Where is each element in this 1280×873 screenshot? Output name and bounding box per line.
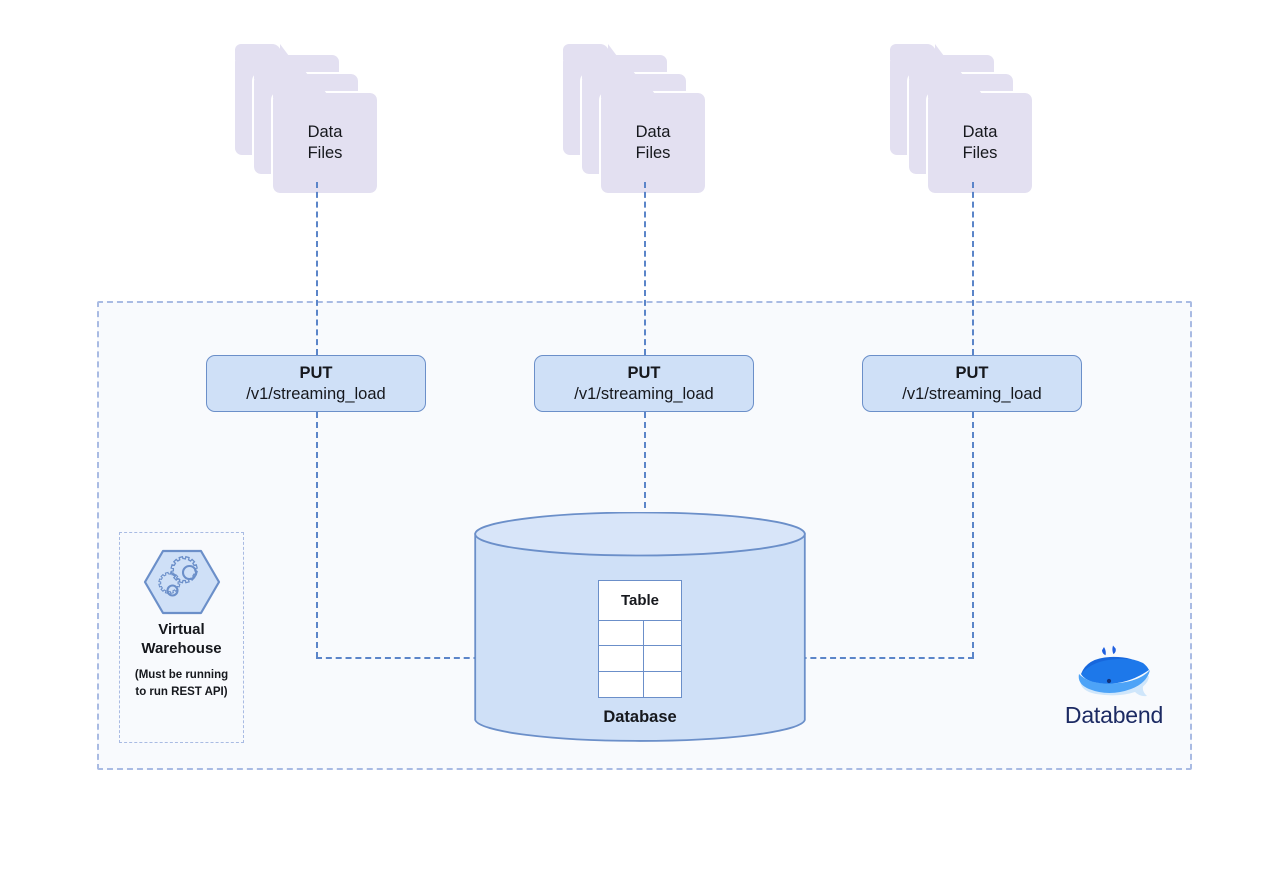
data-files-label-line1: Data	[635, 122, 671, 141]
data-files-group-2: Data Files	[563, 44, 707, 195]
table-cell	[599, 671, 645, 697]
hexagon-gears-icon	[143, 549, 220, 615]
connector-endpoint1-down	[316, 412, 318, 658]
folder-icon	[926, 82, 1034, 195]
data-files-group-1: Data Files	[235, 44, 379, 195]
endpoint-box-2[interactable]: PUT /v1/streaming_load	[534, 355, 754, 412]
data-files-label-line2: Files	[307, 144, 343, 162]
table-cell	[644, 672, 681, 697]
databend-whale-logo	[1078, 645, 1150, 697]
connector-endpoint2-down	[644, 412, 646, 558]
virtual-warehouse-title-line1: Virtual	[158, 621, 205, 638]
data-files-label: Data Files	[273, 93, 377, 193]
connector-endpoint3-to-table	[702, 657, 974, 659]
folder-icon	[271, 82, 379, 195]
table-header-label: Table	[599, 581, 681, 621]
connector-endpoint1-to-table	[316, 657, 578, 659]
virtual-warehouse-title: Virtual Warehouse	[141, 621, 221, 658]
connector-source2-to-endpoint2	[644, 182, 646, 355]
databend-brand: Databend	[1056, 644, 1172, 729]
data-files-label: Data Files	[601, 93, 705, 193]
endpoint-path: /v1/streaming_load	[246, 384, 386, 403]
table-row	[599, 621, 681, 647]
connector-source1-to-endpoint1	[316, 182, 318, 355]
table-cell	[644, 621, 681, 645]
endpoint-method: PUT	[955, 363, 989, 382]
virtual-warehouse-note-line2: to run REST API)	[135, 685, 228, 698]
virtual-warehouse-note: (Must be running to run REST API)	[135, 667, 228, 700]
connector-source3-to-endpoint3	[972, 182, 974, 355]
endpoint-box-1[interactable]: PUT /v1/streaming_load	[206, 355, 426, 412]
data-files-group-3: Data Files	[890, 44, 1034, 195]
table-cell	[644, 646, 681, 670]
data-files-label: Data Files	[928, 93, 1032, 193]
table-row	[599, 671, 681, 697]
folder-icon	[599, 82, 707, 195]
data-files-label-line2: Files	[962, 144, 998, 162]
table-row	[599, 646, 681, 672]
table-cell	[599, 646, 645, 671]
data-files-label-line1: Data	[962, 122, 998, 141]
connector-endpoint3-down	[972, 412, 974, 658]
table-grid: Table	[598, 580, 682, 698]
data-files-label-line2: Files	[635, 144, 671, 162]
virtual-warehouse-note-line1: (Must be running	[134, 669, 229, 682]
databend-wordmark: Databend	[1064, 702, 1164, 728]
database-label: Database	[603, 708, 677, 726]
endpoint-path: /v1/streaming_load	[902, 384, 1042, 403]
virtual-warehouse-box[interactable]: Virtual Warehouse (Must be running to ru…	[119, 532, 244, 743]
table-cell	[599, 621, 645, 646]
endpoint-path: /v1/streaming_load	[574, 384, 714, 403]
endpoint-method: PUT	[627, 363, 661, 382]
virtual-warehouse-title-line2: Warehouse	[141, 639, 222, 657]
endpoint-box-3[interactable]: PUT /v1/streaming_load	[862, 355, 1082, 412]
endpoint-method: PUT	[299, 363, 333, 382]
data-files-label-line1: Data	[307, 122, 343, 141]
